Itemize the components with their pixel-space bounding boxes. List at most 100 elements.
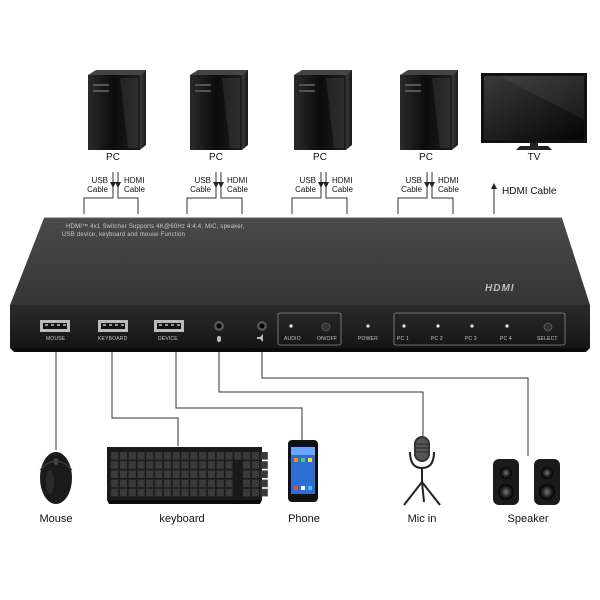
pc-label-2: PC <box>209 152 223 163</box>
tv-hdmi-cable-label: HDMI Cable <box>502 186 557 197</box>
keyboard-key <box>243 488 251 497</box>
cable-text: Cable <box>87 185 108 194</box>
keyboard-key <box>137 461 145 469</box>
keyboard-key <box>181 488 189 497</box>
keyboard-key <box>260 470 268 478</box>
keyboard-key <box>111 461 119 469</box>
keyboard-key <box>225 461 233 469</box>
keyboard-key <box>207 461 215 469</box>
keyboard-key <box>146 461 154 469</box>
keyboard-key <box>216 461 224 469</box>
keyboard-key <box>216 479 224 488</box>
cable-text: Cable <box>332 185 353 194</box>
keyboard-key <box>111 452 119 460</box>
keyboard-key <box>128 479 136 488</box>
cable-text: Cable <box>401 185 422 194</box>
keyboard-key <box>128 461 136 469</box>
led-pc1 <box>402 324 406 328</box>
cable-text: Cable <box>295 185 316 194</box>
keyboard-key <box>260 488 268 497</box>
keyboard-key <box>251 470 259 478</box>
keyboard-key <box>251 488 259 497</box>
keyboard-key <box>190 461 198 469</box>
keyboard-key <box>181 470 189 478</box>
keyboard-key <box>190 452 198 460</box>
keyboard-key <box>155 470 163 478</box>
pc-select-button-group <box>393 312 566 346</box>
keyboard-key <box>190 488 198 497</box>
keyboard-key <box>181 461 189 469</box>
keyboard-key <box>251 461 259 469</box>
cable-text: Cable <box>227 185 248 194</box>
keyboard-key <box>207 452 215 460</box>
keyboard-key <box>199 461 207 469</box>
keyboard-key <box>216 488 224 497</box>
usb-text: USB <box>91 176 108 185</box>
keyboard-key <box>207 488 215 497</box>
tv-icon <box>481 73 587 150</box>
keyboard-key <box>119 470 127 478</box>
keyboard-key <box>155 479 163 488</box>
kvm-switcher <box>10 217 590 352</box>
button-label-onoff: ON/OFF <box>317 336 338 342</box>
keyboard-key <box>260 461 268 469</box>
led-power <box>366 324 370 328</box>
keyboard-key <box>172 479 180 488</box>
tv-label: TV <box>527 152 541 163</box>
keyboard-key <box>163 452 171 460</box>
speaker-jack <box>257 321 267 342</box>
speaker-icon-left <box>493 459 519 505</box>
keyboard-key <box>111 488 119 497</box>
keyboard-key <box>190 479 198 488</box>
onoff-button[interactable] <box>321 322 331 332</box>
led-pc2 <box>436 324 440 328</box>
keyboard-key <box>128 488 136 497</box>
button-label-pc4: PC 4 <box>500 336 512 342</box>
keyboard-key <box>199 479 207 488</box>
keyboard-key <box>181 479 189 488</box>
keyboard-key <box>251 479 259 488</box>
port-label-mouse: MOUSE <box>46 336 66 342</box>
keyboard-key <box>137 470 145 478</box>
pc-label-4: PC <box>419 152 433 163</box>
mouse-label: Mouse <box>39 513 73 525</box>
cable-text: Cable <box>190 185 211 194</box>
led-pc3 <box>470 324 474 328</box>
keyboard-key <box>137 488 145 497</box>
button-label-audio: AUDIO <box>284 336 301 342</box>
keyboard-key <box>199 470 207 478</box>
led-audio <box>289 324 293 328</box>
usb-port-device <box>154 320 184 332</box>
hdmi-text: HDMI <box>438 176 459 185</box>
leds <box>289 324 509 328</box>
phone-label: Phone <box>288 513 320 525</box>
keyboard-key <box>216 452 224 460</box>
keyboard-key <box>225 488 233 497</box>
microphone-icon <box>403 436 441 506</box>
select-button[interactable] <box>543 322 553 332</box>
keyboard-key <box>163 488 171 497</box>
keyboard-key <box>260 479 268 488</box>
pc-label-1: PC <box>106 152 120 163</box>
keyboard-key <box>163 479 171 488</box>
port-label-keyboard: KEYBOARD <box>98 336 128 342</box>
device-top-text-1: HDMI™ 4x1 Switcher Supports 4K@60Hz 4:4:… <box>66 224 245 230</box>
keyboard-key <box>146 479 154 488</box>
keyboard-key <box>260 452 268 460</box>
keyboard-keys <box>111 452 268 497</box>
keyboard-key <box>137 479 145 488</box>
hdmi-logo: HDMI <box>485 283 515 294</box>
keyboard-key <box>155 488 163 497</box>
button-label-pc1: PC 1 <box>397 336 409 342</box>
keyboard-key <box>225 452 233 460</box>
keyboard-key <box>207 479 215 488</box>
keyboard-key <box>216 470 224 478</box>
